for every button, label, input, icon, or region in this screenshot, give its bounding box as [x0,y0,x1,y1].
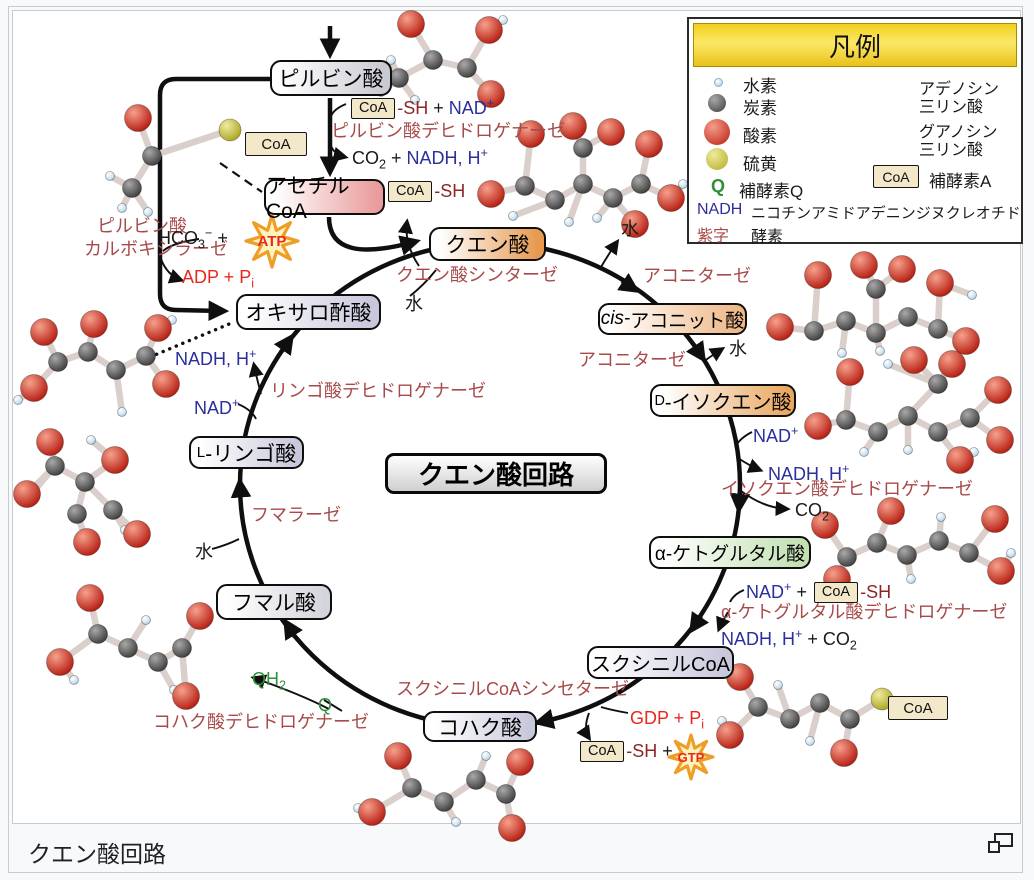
legend-atp-label2: 三リン酸 [919,99,984,116]
label-idh-co2: CO2 [795,500,830,524]
label-sdh-enzyme: コハク酸デヒドロゲナーゼ [153,712,369,732]
label-acetylcoa-coa-sh: CoA-SH [386,181,465,202]
label-scs-products: CoA-SH + [578,741,673,762]
label-sdh-q: Q [318,695,333,715]
coa-chip: CoA [351,98,396,119]
node-fumarate: フマル酸 [216,584,332,620]
acetyl-molecule-coa-box: CoA [245,132,307,156]
label-fumarase-water: 水 [195,542,213,562]
label-cs-enzyme: クエン酸シンターゼ [396,265,558,285]
label-kgdh-substrates: NAD+ + CoA-SH [746,580,892,603]
legend-coa-chip: CoA [873,165,919,188]
legend-gtp-label1: グアノシン [919,124,998,141]
hydrogen-sphere-icon [714,78,723,87]
legend-oxygen-label: 酸素 [743,127,777,146]
label-kgdh-products: NADH, H+ + CO2 [721,627,857,653]
legend-atp-label1: アデノシン [919,81,1000,98]
node-isocitrate: D-イソクエン酸 [650,384,796,417]
label-scs-enzyme: スクシニルCoAシンセターゼ [396,679,630,699]
legend-gtp-label2: 三リン酸 [919,142,984,159]
label-aconitase2-enzyme: アコニターゼ [578,350,686,370]
legend-coa-label: 補酵素A [929,172,992,191]
label-mdh-nadh: NADH, H+ [175,347,257,369]
label-idh-nad: NAD+ [753,424,799,446]
label-scs-gdp: GDP + Pi [630,708,705,732]
oxygen-sphere-icon [704,119,730,145]
legend-title: 凡例 [693,23,1017,67]
legend-enzyme-symbol: 紫字 [697,228,730,245]
coa-chip: CoA [813,582,859,603]
node-cis-aconitate: cis-アコニット酸 [598,303,747,335]
label-aconitase1-enzyme: アコニターゼ [643,266,751,286]
label-pc-products: ADP + Pi [182,267,255,291]
legend-carbon-label: 炭素 [743,99,777,118]
legend-nadh-symbol: NADH [697,201,743,218]
node-citrate: クエン酸 [429,227,546,261]
label-pc-substrates: HCO3− + [158,226,228,252]
label-cs-water: 水 [405,294,423,314]
legend-nadh-label: ニコチンアミドアデニンジヌクレオチド [751,205,1021,222]
label-idh-enzyme: イソクエン酸デヒドロゲナーゼ [721,479,973,499]
node-oxaloacetate: オキサロ酢酸 [236,294,381,330]
label-pdh-enzyme: ピルビン酸デヒドロゲナーゼ [331,121,565,141]
node-pyruvate: ピルビン酸 [270,60,392,96]
legend-enzyme-label: 酵素 [751,229,784,246]
label-sdh-qh2: QH2 [252,669,287,693]
succinyl-molecule-coa-box: CoA [888,696,948,720]
node-succinate: コハク酸 [423,711,537,742]
label-pc-enzyme-line1: ピルビン酸 [97,216,187,236]
label-mdh-enzyme: リンゴ酸デヒドロゲナーゼ [270,381,486,401]
coa-chip: CoA [580,741,625,762]
label-mdh-nad: NAD+ [194,396,240,418]
label-idh-nadh: NADH, H+ [768,462,850,484]
coenzyme-q-icon: Q [711,176,726,196]
label-aconitase1-water: 水 [621,219,639,239]
label-fumarase-enzyme: フマラーゼ [251,505,341,525]
node-succinyl-coa: スクシニルCoA [587,646,734,679]
label-aconitase2-water: 水 [729,339,747,359]
label-pdh-substrates: CoA-SH + NAD+ [349,96,494,119]
coa-chip: CoA [388,181,433,202]
legend-sulfur-label: 硫黄 [743,155,777,174]
sulfur-sphere-icon [706,148,728,170]
legend: 凡例 水素 炭素 酸素 硫黄 Q 補酵素Q アデノシン 三リン酸 グアノシン 三… [687,17,1023,246]
carbon-sphere-icon [708,94,726,112]
node-malate: L-リンゴ酸 [189,436,304,469]
legend-hydrogen-label: 水素 [743,77,777,96]
figure-caption: クエン酸回路 [28,841,166,867]
label-kgdh-enzyme: α-ケトグルタル酸デヒドロゲナーゼ [721,602,1008,622]
cycle-title-box: クエン酸回路 [385,453,607,494]
legend-q-label: 補酵素Q [739,182,804,201]
node-acetyl-coa: アセチルCoA [264,175,385,223]
label-pc-enzyme-line2: カルボキシラーゼ [84,239,228,259]
label-pdh-products: CO2 + NADH, H+ [352,146,488,172]
node-alpha-ketoglutarate: α-ケトグルタル酸 [649,536,811,569]
magnify-icon-front[interactable] [988,841,1000,853]
